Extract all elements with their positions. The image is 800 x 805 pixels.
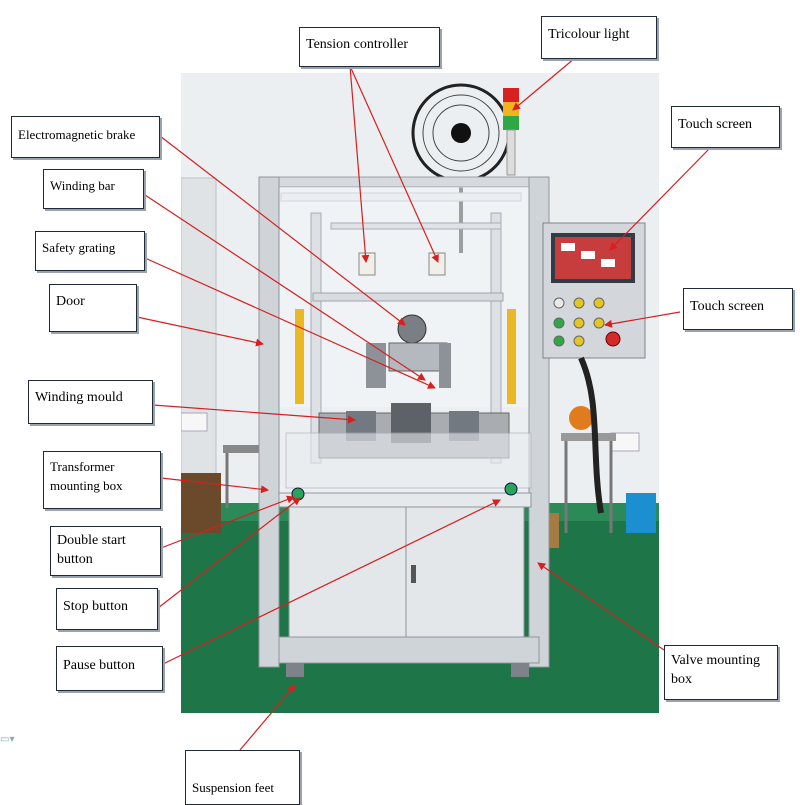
label-electromagnetic-brake: Electromagnetic brake — [11, 116, 160, 158]
label-tricolour-light: Tricolour light — [541, 16, 657, 59]
label-double-start-button: Double start button — [50, 526, 161, 576]
machine-photo — [181, 73, 659, 713]
label-winding-mould: Winding mould — [28, 380, 153, 424]
label-safety-grating: Safety grating — [35, 231, 145, 271]
paste-options-icon[interactable]: ▭▾ — [0, 734, 15, 745]
label-suspension-feet: Suspension feet — [185, 750, 300, 805]
label-touch-screen-top: Touch screen — [671, 106, 780, 148]
label-stop-button: Stop button — [56, 588, 158, 630]
label-transformer-mounting-box: Transformer mounting box — [43, 451, 161, 509]
label-touch-screen-panel: Touch screen — [683, 288, 793, 330]
label-pause-button: Pause button — [56, 646, 163, 691]
label-valve-mounting-box: Valve mounting box — [664, 645, 778, 700]
label-winding-bar: Winding bar — [43, 169, 144, 209]
label-tension-controller: Tension controller — [299, 27, 440, 67]
label-door: Door — [49, 284, 137, 332]
